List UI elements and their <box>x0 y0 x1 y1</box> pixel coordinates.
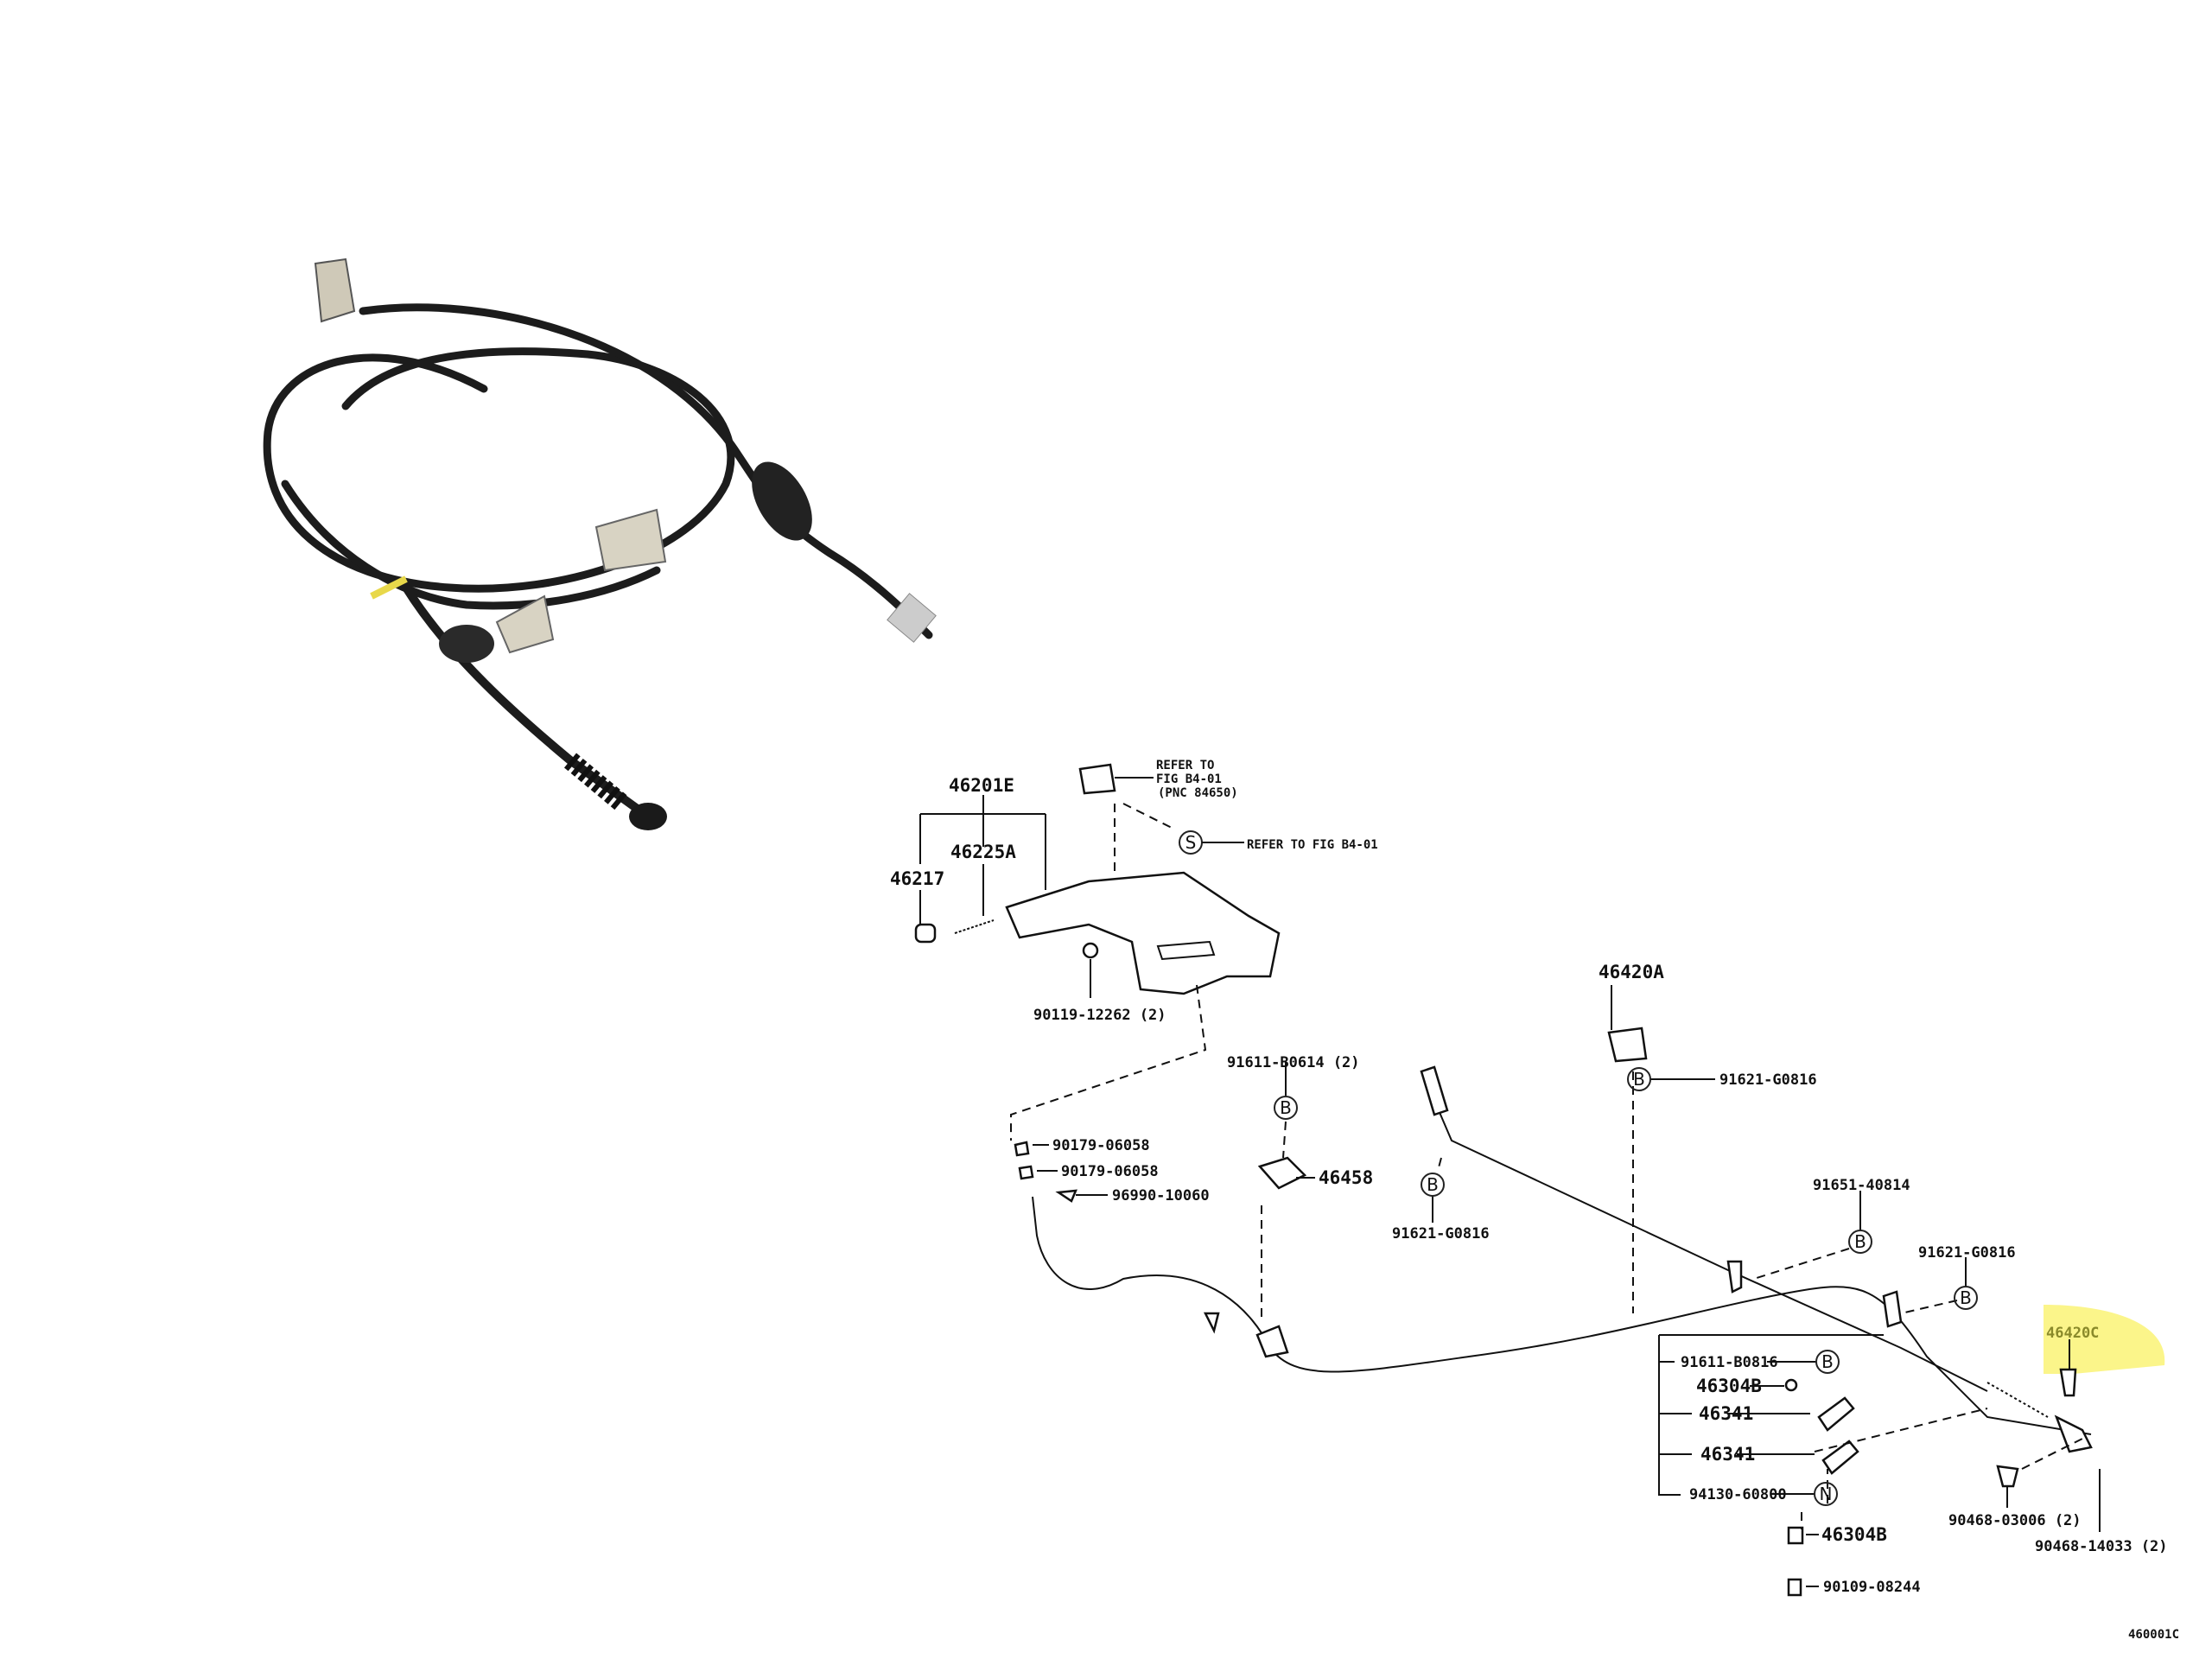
figure-code: 460001C <box>2128 1628 2179 1642</box>
bracket-46458 <box>1257 1156 1307 1190</box>
refer-to-fig: REFER TO FIG B4-01 <box>1247 838 1378 852</box>
mounting-bracket-icon <box>314 257 356 323</box>
n-marker: N <box>1820 1484 1833 1504</box>
b-marker: B <box>1960 1287 1972 1308</box>
cable-product-photo <box>263 257 937 830</box>
b-marker: B <box>1854 1231 1866 1252</box>
label-94130-60800: 94130-60800 <box>1689 1486 1787 1503</box>
label-90468-03006: 90468-03006 (2) <box>1948 1512 2082 1529</box>
refer-to-line1: REFER TO <box>1156 759 1214 772</box>
label-90119-12262: 90119-12262 (2) <box>1033 1007 1166 1024</box>
refer-to-line2: FIG B4-01 <box>1156 772 1222 786</box>
label-91621-G0816: 91621-G0816 <box>1719 1071 1817 1089</box>
refer-to-line3: (PNC 84650) <box>1158 786 1238 800</box>
cable-assembly <box>1014 985 2101 1597</box>
label-46217: 46217 <box>890 868 944 889</box>
b-marker: B <box>1427 1174 1439 1195</box>
label-90468-14033: 90468-14033 (2) <box>2035 1538 2168 1555</box>
b-marker: B <box>1280 1097 1292 1118</box>
label-46304B: 46304B <box>1821 1524 1887 1545</box>
label-46304B: 46304B <box>1696 1376 1762 1396</box>
label-46341: 46341 <box>1699 1403 1753 1424</box>
label-46420C-highlighted: 46420C <box>2046 1325 2099 1342</box>
label-91611-B0614: 91611-B0614 (2) <box>1227 1054 1360 1071</box>
label-46201E: 46201E <box>949 775 1014 796</box>
label-46225A: 46225A <box>950 842 1016 862</box>
b-marker: B <box>1821 1351 1834 1372</box>
label-91611-B0816: 91611-B0816 <box>1681 1354 1778 1371</box>
lever-assembly <box>914 763 1281 1141</box>
clamp-46420A <box>1607 1027 1648 1063</box>
knob-46217 <box>914 923 937 944</box>
label-90109-08244: 90109-08244 <box>1823 1579 1921 1596</box>
b-marker: B <box>1633 1069 1645 1090</box>
label-91621-G0816: 91621-G0816 <box>1392 1225 1490 1243</box>
s-marker: S <box>1185 832 1197 853</box>
label-46341: 46341 <box>1700 1444 1755 1465</box>
label-46458: 46458 <box>1319 1167 1373 1188</box>
label-96990-10060: 96990-10060 <box>1112 1187 1210 1205</box>
label-91621-G0816: 91621-G0816 <box>1918 1244 2016 1262</box>
label-90179-06058: 90179-06058 <box>1052 1137 1150 1154</box>
label-91651-40814: 91651-40814 <box>1813 1177 1910 1194</box>
highlight-46420C <box>2044 1305 2165 1374</box>
label-90179-06058: 90179-06058 <box>1061 1163 1159 1180</box>
label-46420A: 46420A <box>1599 962 1664 982</box>
